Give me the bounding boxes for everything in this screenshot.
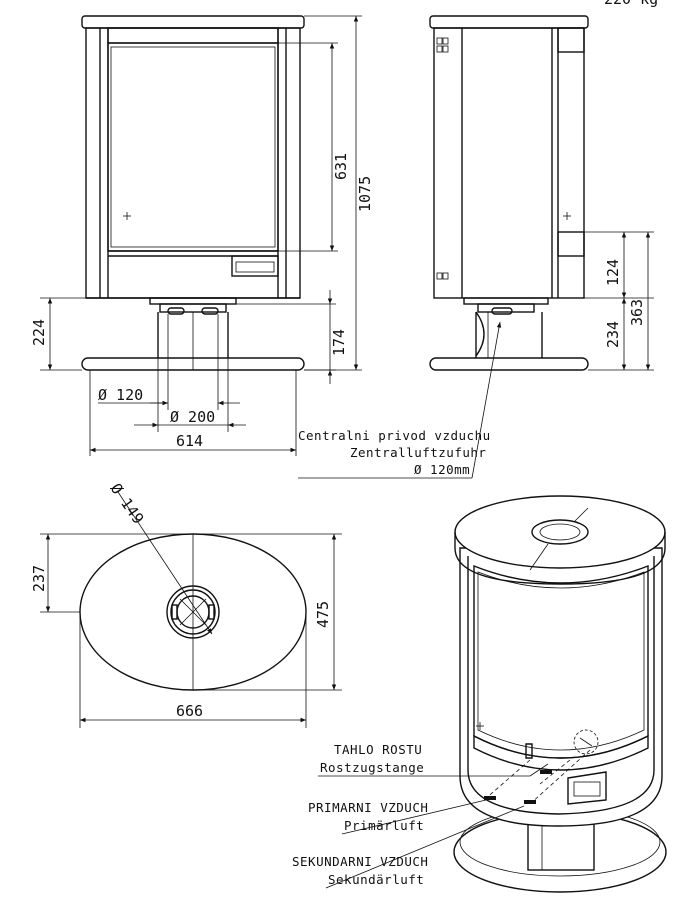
dim-363: 363 <box>628 299 646 326</box>
dim-234: 234 <box>604 321 622 348</box>
air-inlet-callout: Centralni privod vzduchu Zentralluftzufu… <box>298 321 502 479</box>
primary-air-label-de: Primärluft <box>344 818 424 833</box>
air-inlet-label-de: Zentralluftzufuhr <box>350 445 486 460</box>
primary-air-label-cz: PRIMARNI VZDUCH <box>308 800 428 815</box>
top-view: Ø 149 237 475 666 <box>30 480 342 728</box>
grate-rod-label-cz: TAHLO ROSTU <box>334 742 422 757</box>
dim-614: 614 <box>176 432 203 450</box>
secondary-air-label-cz: SEKUNDARNI VZDUCH <box>292 854 428 869</box>
dim-d149: Ø 149 <box>107 480 148 527</box>
dim-237: 237 <box>30 565 48 592</box>
dim-d120: Ø 120 <box>98 386 143 404</box>
secondary-air-label-de: Sekundärluft <box>328 872 424 887</box>
dim-124: 124 <box>604 259 622 286</box>
dim-d200: Ø 200 <box>170 408 215 426</box>
dim-174: 174 <box>330 329 348 356</box>
air-inlet-diameter: Ø 120mm <box>414 462 470 477</box>
dim-1075: 1075 <box>356 176 374 212</box>
dim-666: 666 <box>176 702 203 720</box>
dim-475: 475 <box>314 601 332 628</box>
front-view: 631 1075 224 174 Ø 120 Ø 200 <box>30 15 374 456</box>
dim-224: 224 <box>30 319 48 346</box>
side-view: 124 363 234 <box>429 15 654 371</box>
dim-631: 631 <box>332 153 350 180</box>
grate-rod-label-de: Rostzugstange <box>320 760 424 775</box>
weight-label: 220 kg <box>604 0 658 8</box>
air-inlet-label-cz: Centralni privod vzduchu <box>298 428 491 443</box>
perspective-view <box>318 495 667 893</box>
